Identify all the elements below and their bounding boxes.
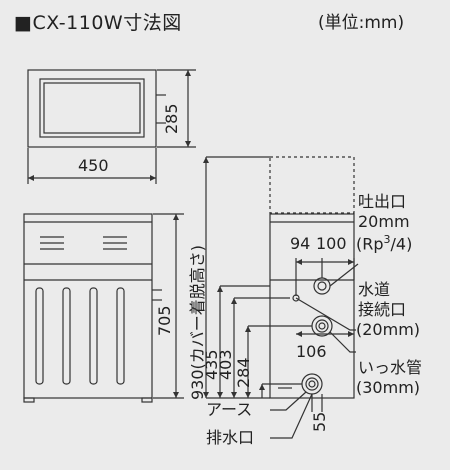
water-label-3: (20mm) <box>356 320 421 339</box>
outlet-label-1: 吐出口 <box>358 192 407 211</box>
outlet-label-3: (Rp3/4) <box>356 233 413 254</box>
top-view-lid <box>43 82 141 134</box>
drain-port <box>301 373 323 395</box>
width-label: 450 <box>78 156 109 175</box>
overflow-label-2: (30mm) <box>356 378 421 397</box>
dim-100-label: 100 <box>316 234 347 253</box>
unit-label: (単位:mm) <box>318 13 405 33</box>
page-title: ■CX-110W寸法図 <box>14 12 182 34</box>
water-label-1: 水道 <box>358 280 391 299</box>
top-view-outline <box>27 69 157 148</box>
earth-label: アース <box>206 400 253 419</box>
drain-label: 排水口 <box>206 428 255 447</box>
cover-outline-dashed <box>269 156 355 214</box>
depth-label: 285 <box>162 103 181 134</box>
dim-94-label: 94 <box>290 234 311 253</box>
height-label: 705 <box>155 305 174 336</box>
water-label-2: 接続口 <box>358 300 407 319</box>
dim-106-label: 106 <box>296 342 327 361</box>
top-view-inner <box>39 78 145 138</box>
dim-55-label: 55 <box>310 411 329 432</box>
outlet-label-2: 20mm <box>358 212 410 231</box>
overflow-port <box>311 315 333 337</box>
front-view-outline <box>23 213 153 399</box>
dim-284-label: 284 <box>234 357 253 388</box>
overflow-label-1: いっ水管 <box>358 358 423 377</box>
dim-403-label: 403 <box>216 349 235 380</box>
